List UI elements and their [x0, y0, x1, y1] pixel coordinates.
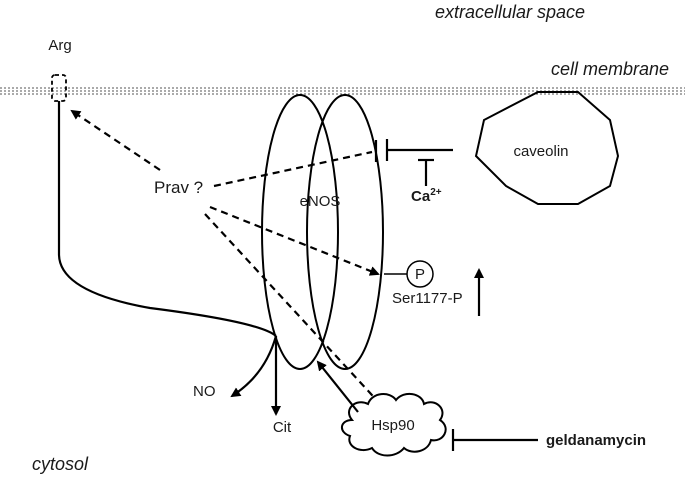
hsp90-cloud [341, 392, 447, 457]
extracellular-space-label: extracellular space [435, 2, 585, 22]
caveolin-label: caveolin [513, 143, 568, 160]
prav-to-arg-arrow [70, 109, 161, 171]
phospho-label: P [415, 266, 425, 283]
cell-membrane [0, 87, 685, 95]
prav-label: Prav ? [154, 178, 203, 197]
ser1177-label: Ser1177-P [392, 290, 463, 307]
enos-monomer-left [261, 94, 339, 370]
cytosol-label: cytosol [32, 454, 89, 474]
prav-to-hsp90-arrow [204, 213, 385, 409]
enos-monomer-right [306, 94, 384, 370]
no-label: NO [193, 383, 216, 400]
geldanamycin-label: geldanamycin [546, 432, 646, 449]
caveolin-shape [474, 91, 620, 205]
cell-membrane-label: cell membrane [551, 59, 669, 79]
arg-label: Arg [48, 37, 71, 54]
enos-label: eNOS [300, 193, 341, 210]
hsp90-to-enos-arrow [316, 360, 359, 413]
arg-transporter [51, 74, 67, 102]
calcium-label: Ca2+ [411, 187, 442, 205]
no-product-arrow [230, 335, 278, 398]
arg-pathway-line [57, 101, 277, 337]
hsp90-label: Hsp90 [371, 417, 414, 434]
prav-to-phospho-arrow [209, 205, 380, 276]
prav-to-caveolin-inhibition [213, 150, 373, 188]
calcium-superscript: 2+ [430, 187, 442, 198]
cit-label: Cit [273, 419, 292, 436]
